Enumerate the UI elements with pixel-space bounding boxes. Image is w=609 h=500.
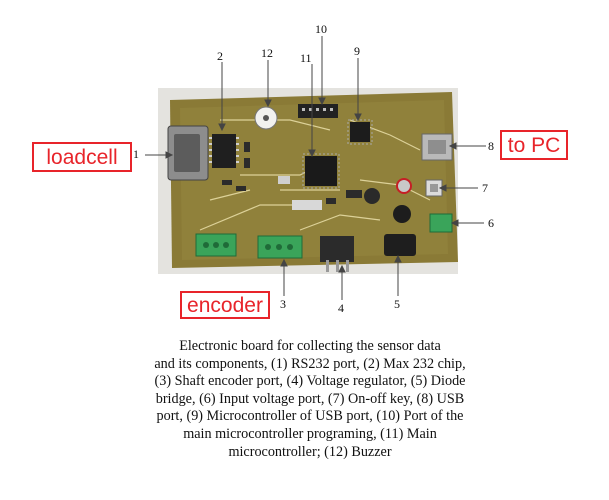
main-microcontroller (302, 153, 340, 189)
to-pc-callout: to PC (500, 130, 568, 160)
caption-line: main microcontroller programing, (11) Ma… (183, 425, 437, 442)
label-5: 5 (394, 297, 400, 311)
label-1: 1 (133, 147, 139, 161)
max232-chip (209, 134, 239, 168)
label-2: 2 (217, 49, 223, 63)
caption-line: and its components, (1) RS232 port, (2) … (154, 355, 466, 372)
caption-line: (3) Shaft encoder port, (4) Voltage regu… (154, 373, 466, 390)
caption-line: bridge, (6) Input voltage port, (7) On-o… (155, 390, 465, 407)
figure-caption: Electronic board for collecting the sens… (120, 338, 500, 461)
rs232-port (167, 125, 209, 181)
caption-line: port, (9) Microcontroller of USB port, (… (156, 408, 464, 425)
encoder-callout: encoder (180, 291, 270, 319)
voltage-regulator (320, 236, 354, 272)
label-8: 8 (488, 139, 494, 153)
buzzer (254, 106, 278, 130)
label-9: 9 (354, 44, 360, 58)
label-6: 6 (488, 216, 494, 230)
label-3: 3 (280, 297, 286, 311)
label-11: 11 (300, 51, 312, 65)
terminal-screws (203, 242, 293, 250)
usb-microcontroller (347, 119, 373, 145)
caption-line: Electronic board for collecting the sens… (179, 338, 441, 354)
input-voltage-port (429, 213, 453, 233)
label-12: 12 (261, 46, 273, 60)
caption-line: microcontroller; (12) Buzzer (228, 443, 392, 460)
label-4: 4 (338, 301, 344, 315)
leader-lines (145, 36, 486, 300)
label-7: 7 (482, 181, 488, 195)
loadcell-callout: loadcell (32, 142, 132, 172)
diode-bridge (384, 234, 416, 256)
programming-port (298, 104, 338, 118)
capacitors-left (222, 142, 250, 191)
label-10: 10 (315, 22, 327, 36)
usb-port (421, 133, 453, 161)
misc-parts (278, 176, 412, 223)
